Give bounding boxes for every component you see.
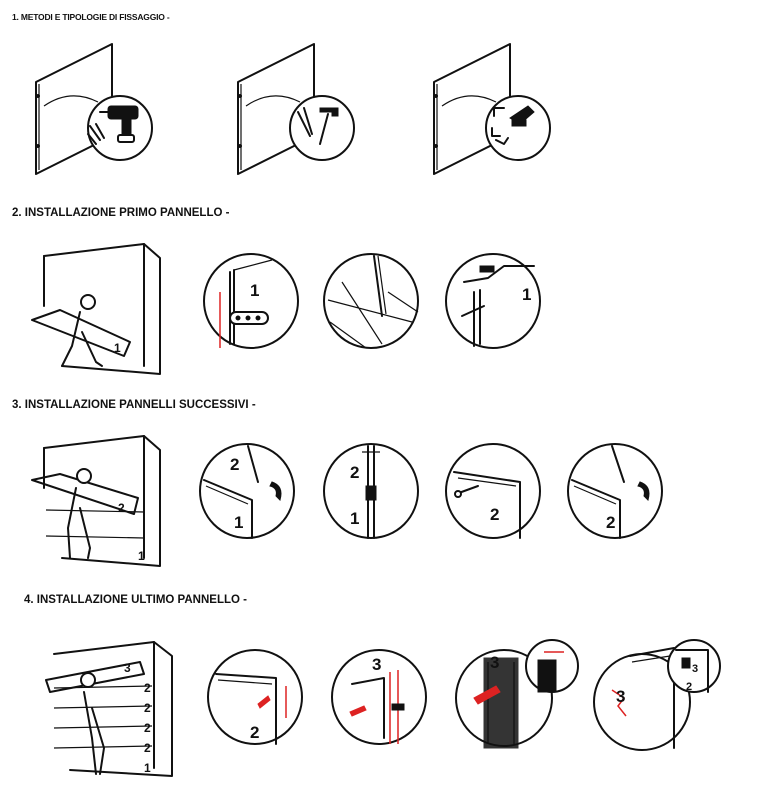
next-panel-person: 2 1	[31, 435, 161, 567]
detail-last-panel-finish: 3 3 2	[593, 639, 721, 751]
detail-number: 2	[250, 723, 259, 742]
detail-number: 2	[230, 455, 239, 474]
fixing-method-staple	[433, 43, 551, 175]
fixing-method-hammer	[237, 43, 355, 175]
panel-number: 3	[124, 661, 131, 675]
panel-number: 2	[144, 681, 151, 695]
detail-number: 1	[250, 281, 259, 300]
detail-number: 2	[606, 513, 615, 532]
panel-number: 1	[114, 341, 121, 355]
section-2-title: 2. INSTALLAZIONE PRIMO PANNELLO -	[12, 207, 230, 219]
fixing-method-drill	[35, 43, 153, 175]
detail-last-panel-fix: 3	[455, 639, 579, 749]
panel-number: 2	[118, 501, 125, 515]
detail-first-panel-floor	[323, 253, 419, 349]
detail-number: 1	[522, 285, 531, 304]
section-1-title: 1. METODI E TIPOLOGIE DI FISSAGGIO -	[12, 12, 170, 22]
detail-last-panel-measure: 2	[207, 649, 303, 745]
detail-last-panel-cut: 3	[331, 649, 427, 745]
last-panel-person: 3 2 2 2 2 1	[45, 641, 173, 777]
section-4-title: 4. INSTALLAZIONE ULTIMO PANNELLO -	[24, 594, 247, 606]
detail-next-panel-join: 2 1	[323, 443, 419, 539]
panel-number: 2	[144, 701, 151, 715]
panel-number: 1	[144, 761, 151, 775]
detail-number: 3	[490, 653, 499, 672]
drill-icon	[99, 105, 139, 143]
detail-first-panel-screw: 1	[445, 253, 541, 349]
detail-next-panel-slot: 2 1	[199, 443, 295, 539]
detail-first-panel-clip: 1	[203, 253, 299, 349]
panel-number: 2	[144, 741, 151, 755]
detail-number: 2	[686, 681, 692, 693]
detail-number: 1	[350, 509, 359, 528]
detail-number: 3	[616, 687, 625, 706]
detail-number: 3	[372, 655, 381, 674]
first-panel-person: 1	[31, 243, 161, 375]
staple-gun-icon	[491, 105, 535, 145]
hammer-nails-icon	[297, 107, 339, 145]
detail-number: 2	[350, 463, 359, 482]
detail-next-panel-screw: 2	[445, 443, 541, 539]
panel-number: 1	[138, 549, 145, 563]
detail-number: 1	[234, 513, 243, 532]
panel-number: 2	[144, 721, 151, 735]
section-3-title: 3. INSTALLAZIONE PANNELLI SUCCESSIVI -	[12, 399, 256, 411]
detail-number: 3	[692, 663, 698, 675]
detail-next-panel-insert: 2	[567, 443, 663, 539]
detail-number: 2	[490, 505, 499, 524]
